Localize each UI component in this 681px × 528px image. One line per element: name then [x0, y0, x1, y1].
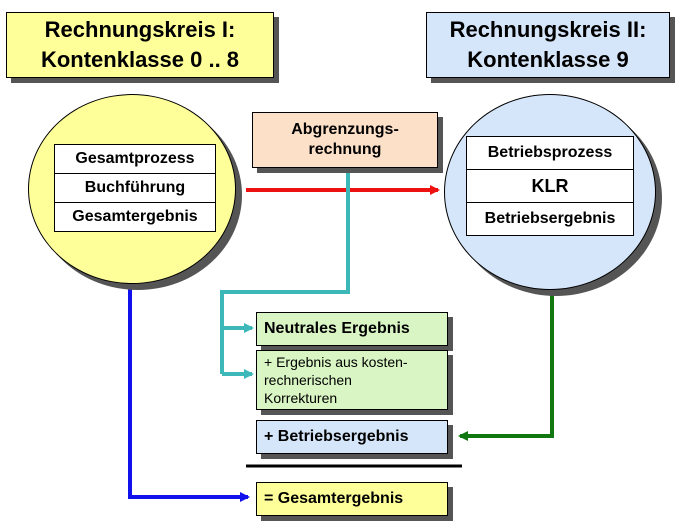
operating-result-label: + Betriebsergebnis	[264, 428, 409, 445]
corrections-line1: + Ergebnis aus kosten-	[264, 354, 408, 370]
circuit-two-row-process: Betriebsprozess	[467, 137, 633, 170]
neutral-result-box: Neutrales Ergebnis	[256, 312, 448, 346]
circuit-one-row-process: Gesamtprozess	[55, 145, 215, 174]
circuit-two-subtitle: Kontenklasse 9	[467, 47, 629, 72]
total-result-box: = Gesamtergebnis	[256, 482, 448, 516]
blue-arrow	[128, 258, 250, 502]
operating-result-box: + Betriebsergebnis	[256, 420, 448, 454]
circuit-two-stack: Betriebsprozess KLR Betriebsergebnis	[466, 136, 634, 236]
corrections-line2: rechnerischen	[264, 372, 352, 388]
green-arrow	[458, 258, 554, 441]
circuit-two-row-result: Betriebsergebnis	[484, 210, 616, 227]
circuit-two-row-klr: KLR	[467, 170, 633, 203]
corrections-line3: Korrekturen	[264, 390, 338, 406]
circuit-one-subtitle: Kontenklasse 0 .. 8	[40, 47, 240, 72]
circuit-one-row-result: Gesamtergebnis	[72, 208, 198, 225]
delimitation-line2: rechnung	[308, 141, 382, 158]
corrections-result-box: + Ergebnis aus kosten- rechnerischen Kor…	[256, 350, 448, 410]
circuit-one-header: Rechnungskreis I: Kontenklasse 0 .. 8	[6, 12, 274, 78]
total-result-label: = Gesamtergebnis	[264, 490, 404, 507]
circuit-one-stack: Gesamtprozess Buchführung Gesamtergebnis	[54, 144, 216, 232]
delimitation-box: Abgrenzungs- rechnung	[252, 112, 438, 168]
circuit-two-title: Rechnungskreis II:	[449, 17, 647, 42]
circuit-two-header: Rechnungskreis II: Kontenklasse 9	[426, 12, 670, 78]
neutral-result-label: Neutrales Ergebnis	[264, 320, 410, 337]
delimitation-line1: Abgrenzungs-	[291, 121, 399, 138]
circuit-one-title: Rechnungskreis I:	[44, 17, 236, 42]
teal-connector	[220, 168, 350, 374]
circuit-one-row-bookkeeping: Buchführung	[55, 174, 215, 203]
